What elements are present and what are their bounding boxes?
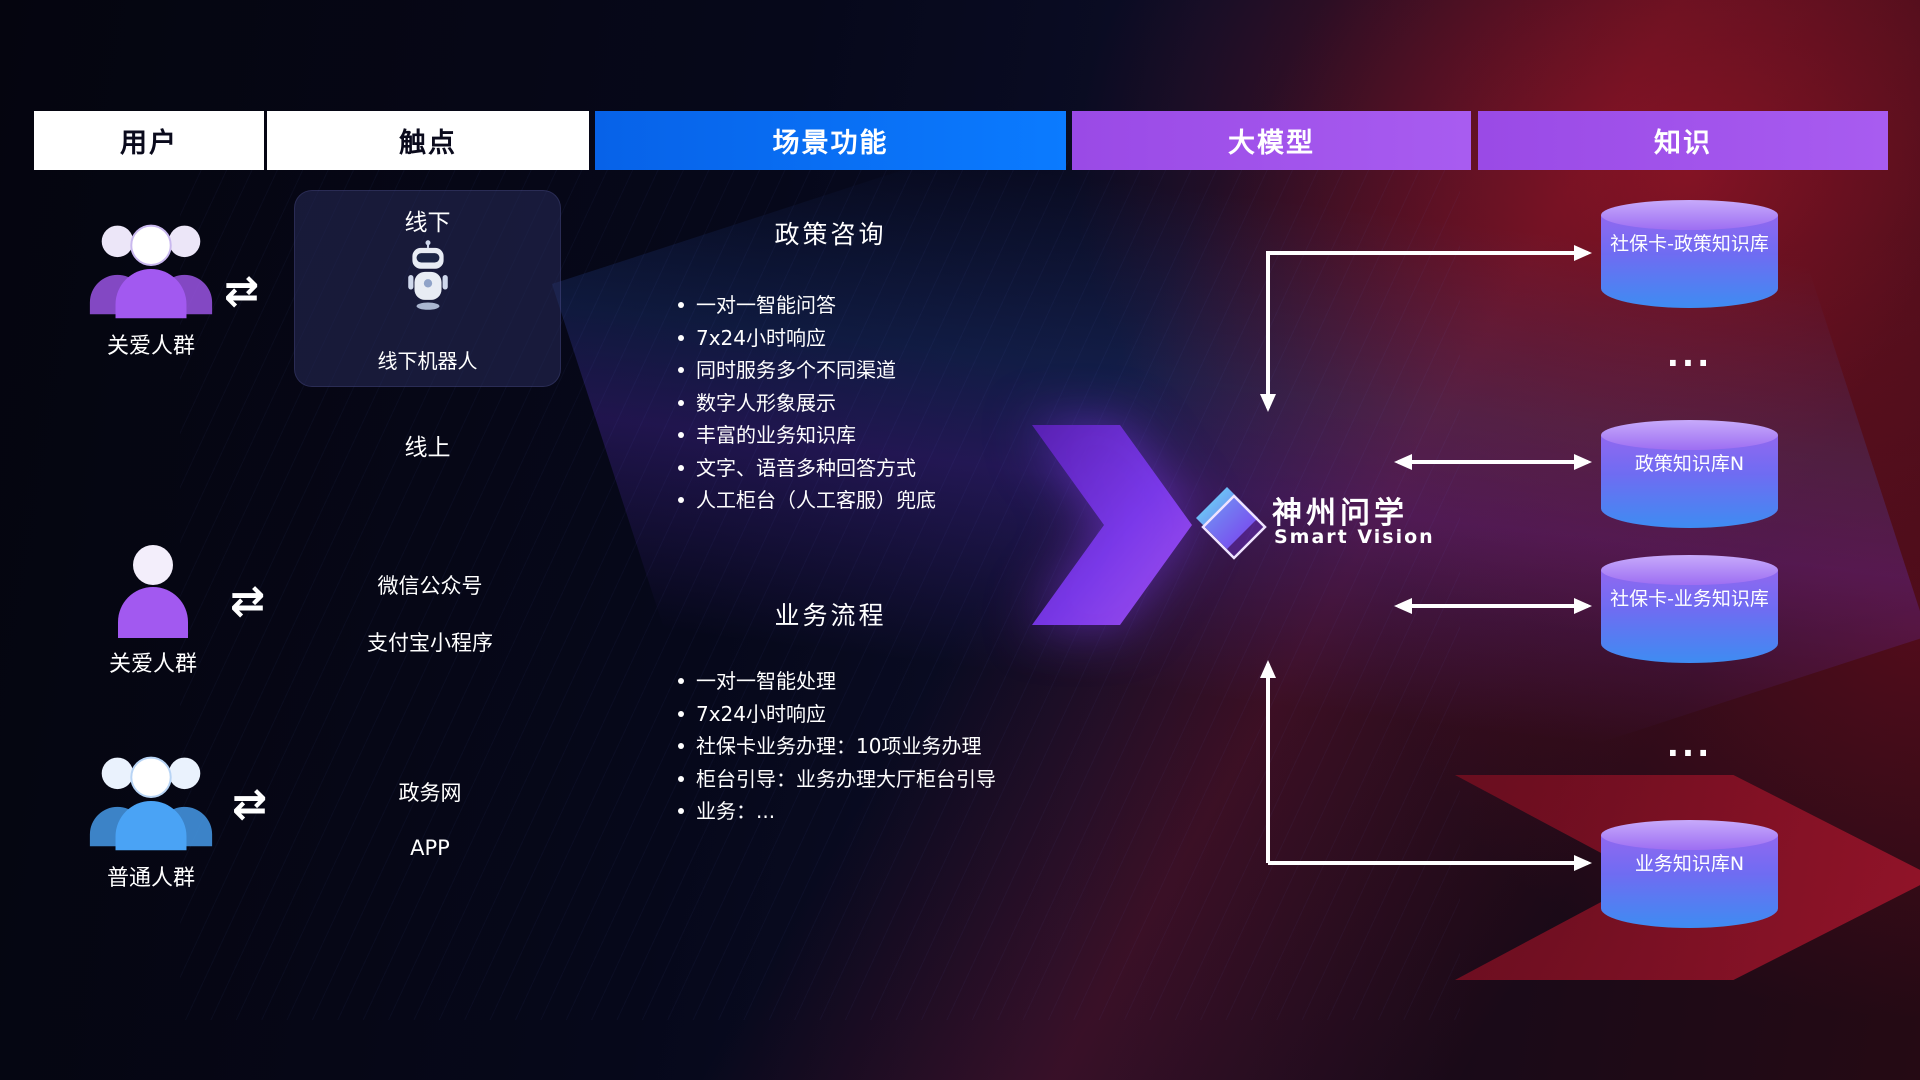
offline-title: 线下 — [404, 210, 451, 236]
cylinder-top — [1601, 555, 1778, 585]
list-item: 文字、语音多种回答方式 — [678, 452, 1118, 485]
exchange-arrows-icon: ⇄ — [230, 576, 266, 625]
header-users: 用户 — [34, 111, 264, 170]
list-item: 业务：... — [678, 795, 1118, 828]
policy-bullet-list: 一对一智能问答 7x24小时响应 同时服务多个不同渠道 数字人形象展示 丰富的业… — [678, 289, 1118, 517]
online-title: 线上 — [404, 435, 451, 461]
bullet-text: 7x24小时响应 — [696, 701, 827, 726]
people-group-purple-icon — [89, 224, 213, 319]
list-item: 数字人形象展示 — [678, 387, 1118, 420]
bullet-dot — [678, 399, 684, 406]
bullet-dot — [678, 367, 684, 373]
bullet-dot — [678, 743, 684, 749]
bullet-dot — [678, 775, 684, 782]
user-label: 普通人群 — [106, 866, 195, 891]
bullet-dot — [678, 464, 684, 471]
cylinder-top — [1601, 420, 1778, 450]
bullet-text: 业务：... — [696, 799, 776, 823]
bullet-dot — [678, 678, 684, 684]
bullet-text: 一对一智能问答 — [696, 293, 836, 317]
bullet-text: 文字、语音多种回答方式 — [696, 455, 916, 480]
header-large-model: 大模型 — [1072, 111, 1471, 170]
touchpoint-gov-site: 政务网 — [398, 781, 462, 805]
cylinder-top — [1601, 820, 1778, 850]
touchpoint-app: APP — [410, 836, 450, 860]
bullet-dot — [678, 432, 684, 438]
model-subtitle: Smart Vision — [1274, 526, 1435, 548]
flow-arrow-right — [1032, 425, 1192, 625]
bullet-text: 一对一智能处理 — [696, 669, 836, 693]
list-item: 同时服务多个不同渠道 — [678, 354, 1118, 387]
knowledge-db-business-n: 业务知识库N — [1601, 820, 1778, 928]
knowledge-db-label: 业务知识库N — [1634, 853, 1745, 875]
policy-consult-title: 政策咨询 — [774, 220, 887, 249]
bullet-text: 丰富的业务知识库 — [696, 423, 856, 447]
knowledge-db-label: 社保卡-业务知识库 — [1610, 588, 1769, 610]
offline-touchpoint-panel: 线下 线下机器人 — [294, 190, 561, 387]
knowledge-db-label: 政策知识库N — [1634, 453, 1745, 475]
business-bullet-list: 一对一智能处理 7x24小时响应 社保卡业务办理：10项业务办理 柜台引导：业务… — [678, 665, 1118, 828]
list-item: 一对一智能处理 — [678, 665, 1118, 698]
user-label: 关爱人群 — [106, 334, 195, 359]
knowledge-db-business-socialcard: 社保卡-业务知识库 — [1601, 555, 1778, 663]
user-person-care-2: 关爱人群 — [68, 540, 238, 678]
list-item: 柜台引导：业务办理大厅柜台引导 — [678, 763, 1118, 796]
list-item: 7x24小时响应 — [678, 698, 1118, 731]
bullet-dot — [678, 497, 684, 503]
offline-robot-label: 线下机器人 — [377, 349, 478, 373]
list-item: 社保卡业务办理：10项业务办理 — [678, 730, 1118, 763]
bullet-dot — [678, 808, 684, 814]
cylinder-body — [1601, 215, 1778, 308]
user-group-care-1: 关爱人群 — [66, 210, 236, 360]
header-touchpoints-label: 触点 — [399, 128, 457, 159]
cylinder-body — [1601, 435, 1778, 528]
knowledge-db-policy-socialcard: 社保卡-政策知识库 — [1601, 200, 1778, 308]
model-name: 神州问学 — [1272, 496, 1408, 531]
user-label: 关爱人群 — [108, 652, 197, 677]
list-item: 丰富的业务知识库 — [678, 419, 1118, 452]
people-group-blue-icon — [89, 756, 213, 851]
list-item: 一对一智能问答 — [678, 289, 1118, 322]
touchpoint-wechat: 微信公众号 — [377, 574, 483, 598]
bullet-text: 7x24小时响应 — [696, 325, 827, 350]
bullet-text: 同时服务多个不同渠道 — [696, 358, 896, 382]
header-scene-functions: 场景功能 — [595, 111, 1066, 170]
header-users-label: 用户 — [120, 128, 178, 159]
user-group-ordinary: 普通人群 — [66, 742, 236, 892]
exchange-arrows-icon: ⇄ — [224, 266, 260, 315]
ellipsis: ... — [1666, 336, 1713, 374]
knowledge-db-policy-n: 政策知识库N — [1601, 420, 1778, 528]
bullet-text: 人工柜台（人工客服）兜底 — [696, 488, 936, 512]
bullet-dot — [678, 334, 684, 341]
cylinder-body — [1601, 835, 1778, 928]
header-knowledge: 知识 — [1478, 111, 1888, 170]
list-item: 人工柜台（人工客服）兜底 — [678, 484, 1118, 517]
header-scene-functions-label: 场景功能 — [772, 128, 889, 159]
touchpoint-alipay: 支付宝小程序 — [367, 631, 493, 655]
cylinder-top — [1601, 200, 1778, 230]
bullet-text: 社保卡业务办理：10项业务办理 — [696, 734, 982, 758]
header-knowledge-label: 知识 — [1654, 128, 1712, 159]
cylinder-body — [1601, 570, 1778, 663]
knowledge-db-label: 社保卡-政策知识库 — [1610, 233, 1769, 255]
exchange-arrows-icon: ⇄ — [232, 779, 268, 828]
bullet-text: 数字人形象展示 — [696, 390, 836, 415]
person-purple-icon — [118, 545, 188, 638]
ellipsis: ... — [1666, 726, 1713, 764]
list-item: 7x24小时响应 — [678, 322, 1118, 355]
bullet-dot — [678, 710, 684, 717]
bullet-text: 柜台引导：业务办理大厅柜台引导 — [696, 766, 996, 791]
robot-icon — [295, 237, 560, 319]
smart-vision-logo-icon — [1196, 487, 1267, 560]
bullet-dot — [678, 302, 684, 308]
header-touchpoints: 触点 — [267, 111, 589, 170]
business-process-title: 业务流程 — [774, 601, 887, 630]
header-large-model-label: 大模型 — [1228, 128, 1315, 159]
